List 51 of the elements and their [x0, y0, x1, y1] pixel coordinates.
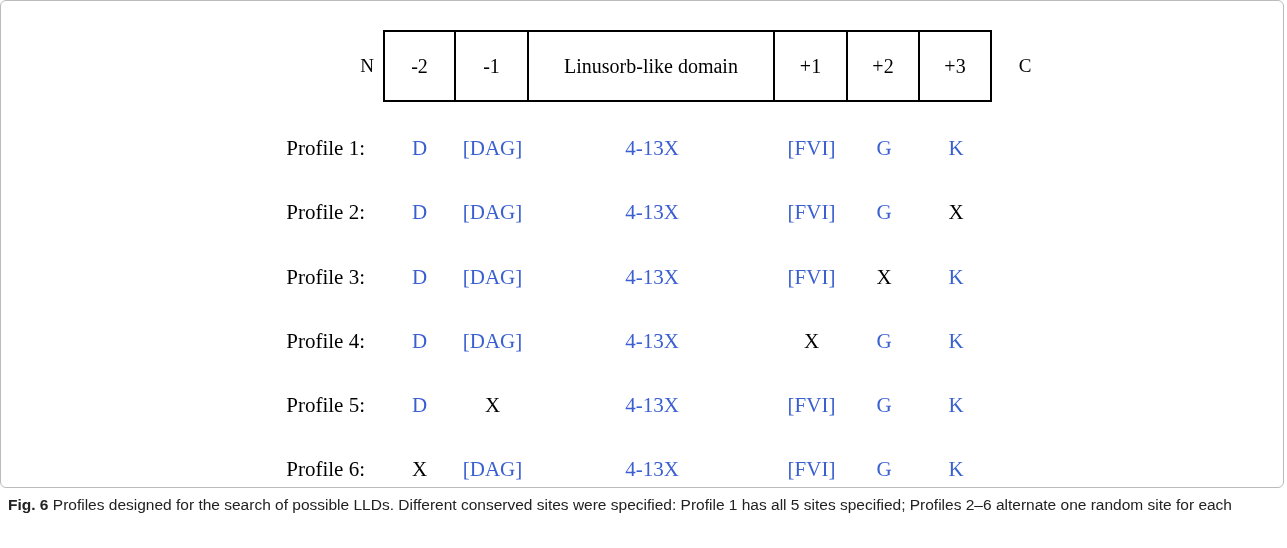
header-cell: -1 — [454, 30, 529, 102]
terminus-label: N — [360, 55, 374, 77]
residue-pattern: X — [803, 328, 820, 354]
residue-pattern: X — [948, 199, 964, 225]
header-cell: -2 — [383, 30, 456, 102]
residue-pattern: [FVI] — [787, 135, 836, 161]
residue-pattern: K — [948, 328, 964, 354]
residue-pattern: K — [948, 392, 964, 418]
residue-pattern: 4-13X — [625, 199, 679, 225]
residue-pattern: K — [948, 456, 964, 482]
profile-label: Profile 1: — [286, 135, 365, 161]
header-cell: +2 — [846, 30, 920, 102]
residue-pattern: [FVI] — [787, 264, 836, 290]
profile-label: Profile 2: — [286, 199, 365, 225]
residue-pattern: [DAG] — [462, 199, 523, 225]
residue-pattern: G — [876, 456, 892, 482]
header-cell: +1 — [773, 30, 848, 102]
residue-pattern: [DAG] — [462, 456, 523, 482]
residue-pattern: G — [876, 199, 892, 225]
residue-pattern: G — [876, 392, 892, 418]
residue-pattern: X — [876, 264, 892, 290]
residue-pattern: D — [411, 135, 428, 161]
profile-label: Profile 6: — [286, 456, 365, 482]
residue-pattern: D — [411, 199, 428, 225]
residue-pattern: [DAG] — [462, 328, 523, 354]
profile-label: Profile 5: — [286, 392, 365, 418]
terminus-label: C — [1018, 55, 1032, 77]
residue-pattern: D — [411, 392, 428, 418]
residue-pattern: D — [411, 328, 428, 354]
residue-pattern: [DAG] — [462, 264, 523, 290]
residue-pattern: [FVI] — [787, 199, 836, 225]
residue-pattern: 4-13X — [625, 328, 679, 354]
residue-pattern: K — [948, 135, 964, 161]
residue-pattern: 4-13X — [625, 264, 679, 290]
residue-pattern: X — [411, 456, 428, 482]
profile-label: Profile 4: — [286, 328, 365, 354]
residue-pattern: [FVI] — [787, 456, 836, 482]
header-cell: Linusorb-like domain — [527, 30, 775, 102]
residue-pattern: X — [484, 392, 501, 418]
residue-pattern: 4-13X — [625, 135, 679, 161]
residue-pattern: G — [876, 328, 892, 354]
residue-pattern: 4-13X — [625, 456, 679, 482]
figure-caption: Fig. 6 Profiles designed for the search of possible LLDs. Different conserved sites were specified: Profile 1 has all 5 sites specified; Profiles 2–6 alternate one random site for each — [8, 495, 1233, 515]
residue-pattern: [DAG] — [462, 135, 523, 161]
header-cell: +3 — [918, 30, 992, 102]
residue-pattern: K — [948, 264, 964, 290]
residue-pattern: D — [411, 264, 428, 290]
residue-pattern: 4-13X — [625, 392, 679, 418]
residue-pattern: G — [876, 135, 892, 161]
residue-pattern: [FVI] — [787, 392, 836, 418]
profile-label: Profile 3: — [286, 264, 365, 290]
